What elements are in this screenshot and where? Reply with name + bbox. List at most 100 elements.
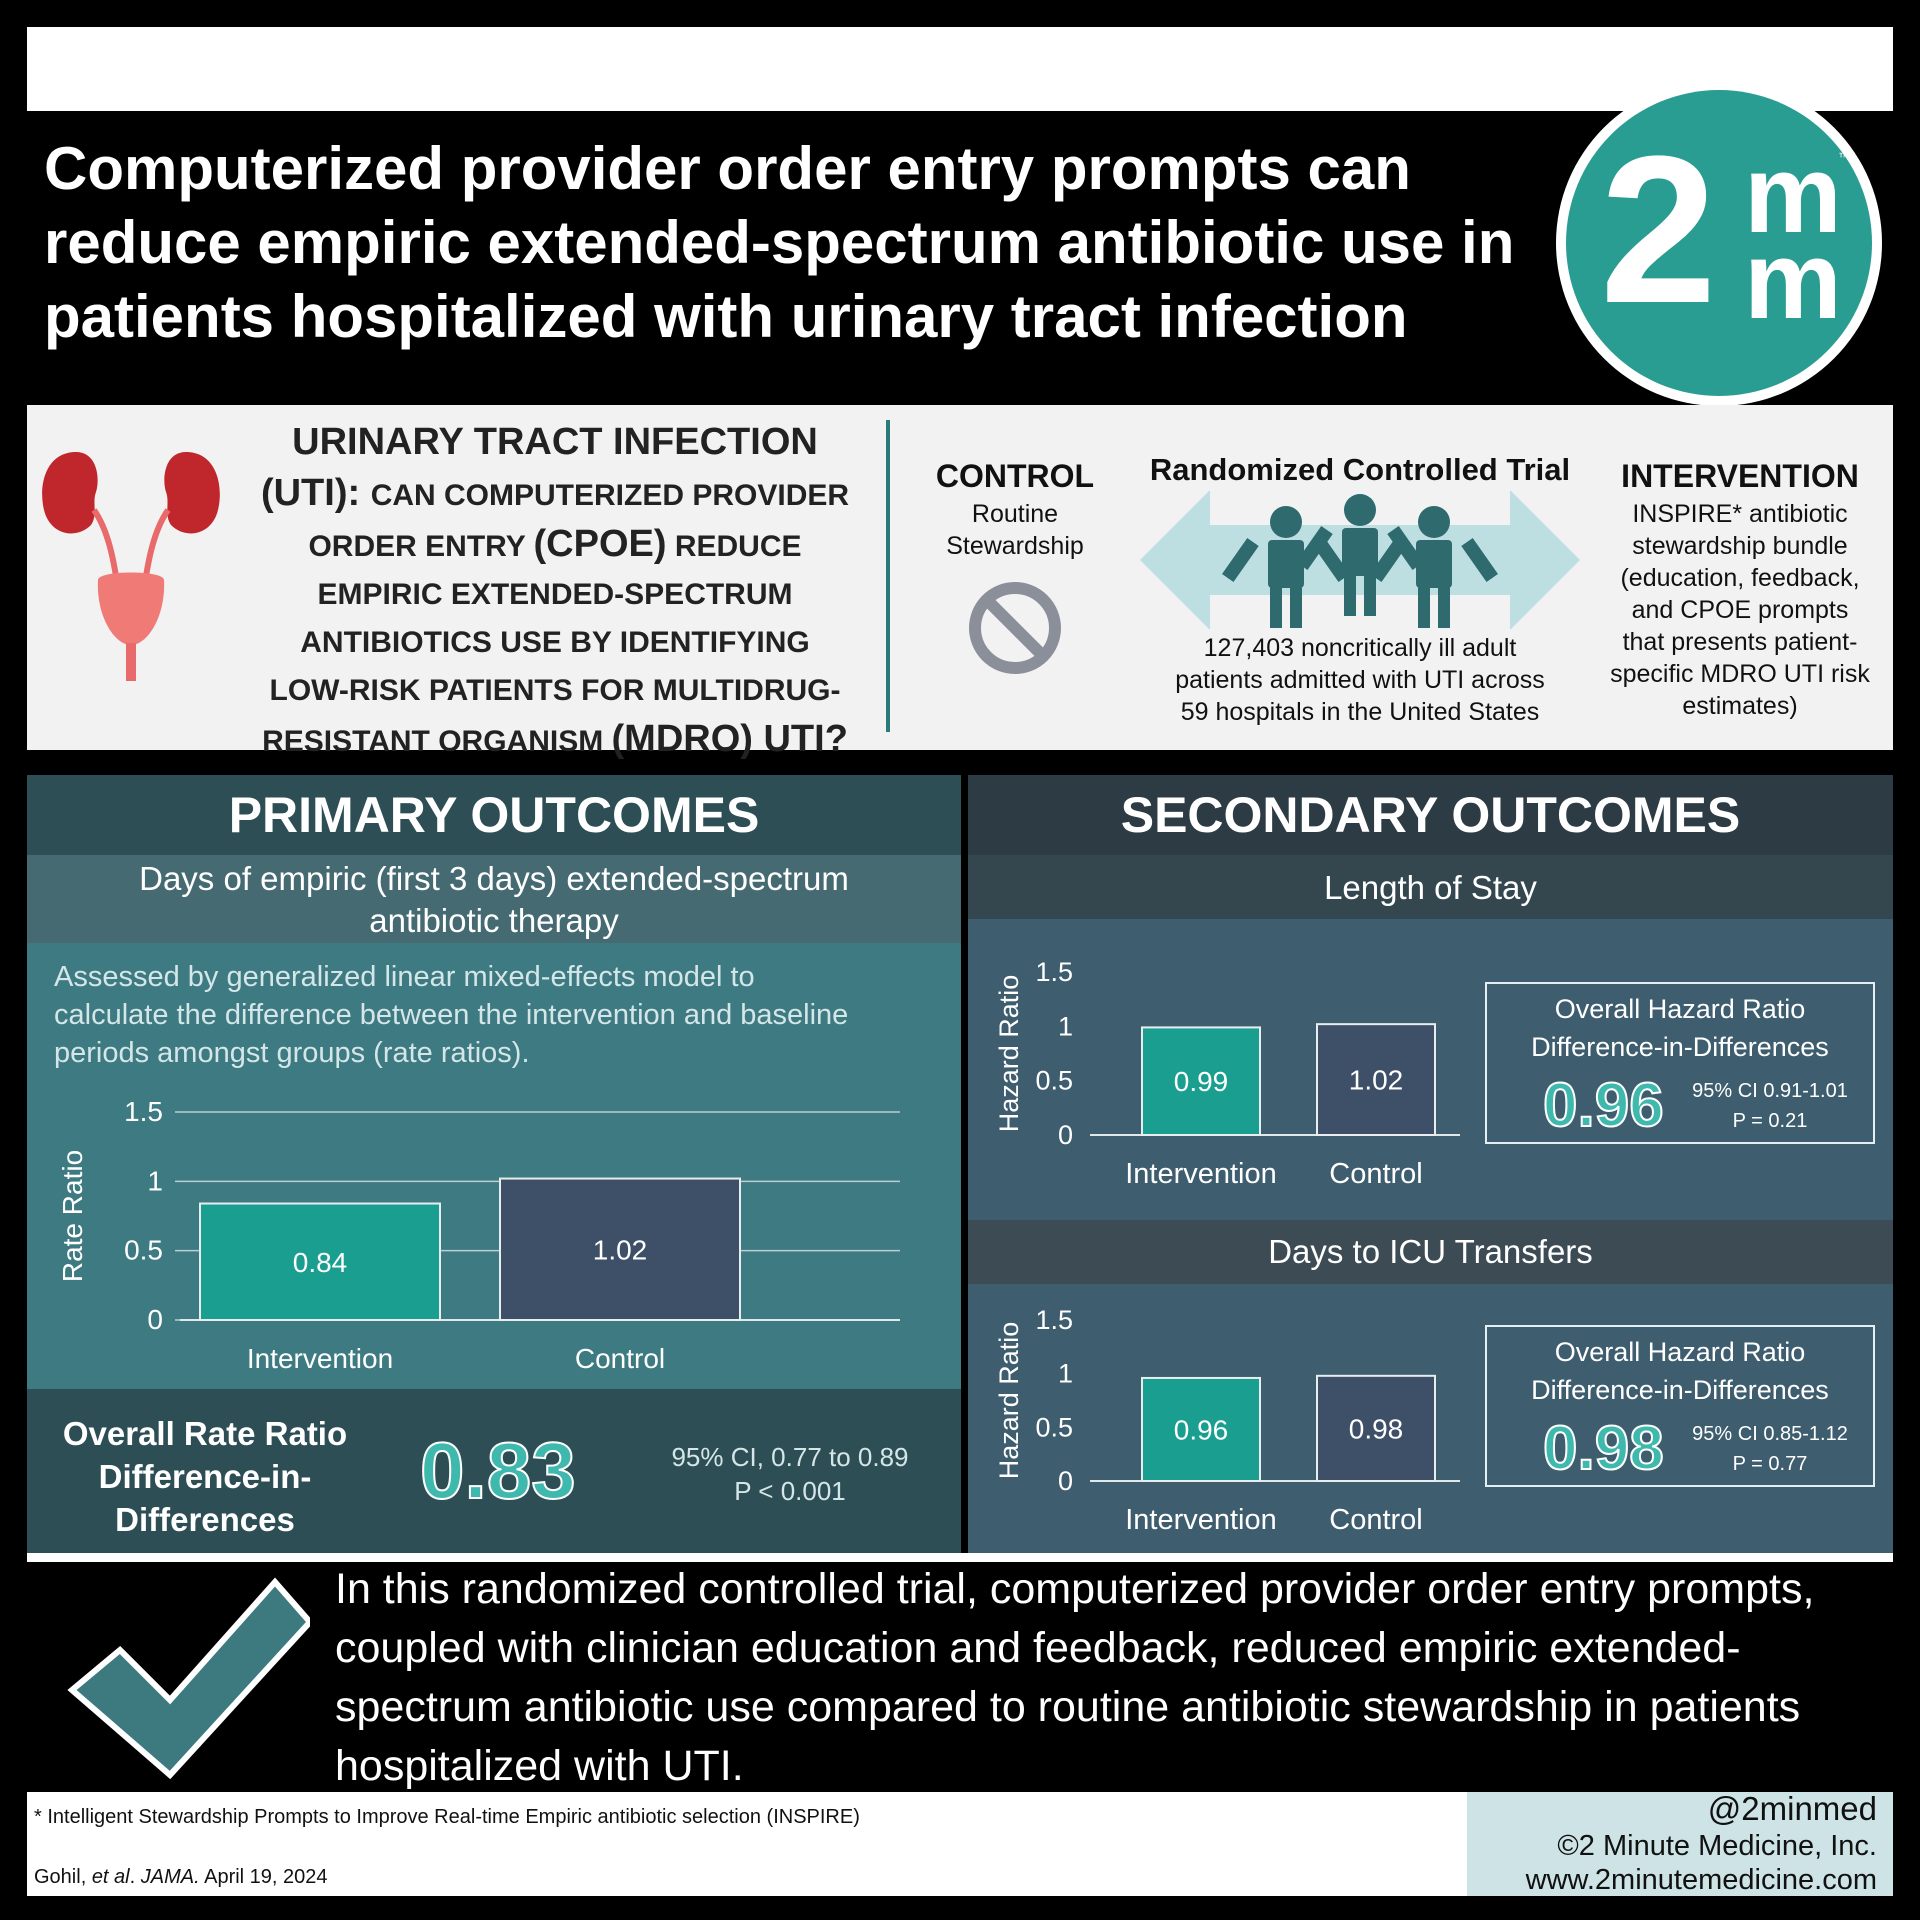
conclusion-panel: [103, 1562, 1893, 1792]
y-axis-label: Hazard Ratio: [994, 1322, 1024, 1480]
urinary-tract-icon: [42, 452, 220, 681]
y-tick-label: 1.5: [1035, 1305, 1073, 1335]
y-axis-label: Rate Ratio: [60, 1150, 88, 1282]
logo-letter-top: m: [1744, 133, 1842, 256]
intervention-title: INTERVENTION: [1621, 458, 1859, 494]
bar-value-label: 0.96: [1174, 1414, 1229, 1445]
brand-logo: [1566, 90, 1872, 396]
hr-label-line: Overall Hazard Ratio: [1554, 1337, 1806, 1367]
logo-digit: 2: [1600, 112, 1717, 347]
secondary-title: SECONDARY OUTCOMES: [1120, 787, 1741, 843]
question-line: (UTI):: [260, 472, 371, 514]
rct-line: 59 hospitals in the United States: [1180, 698, 1540, 726]
icu-hr-stats: 95% CI 0.85-1.12 P = 0.77: [1680, 1419, 1860, 1479]
los-summary-box: [1485, 982, 1875, 1144]
y-tick-label: 1: [1058, 1011, 1073, 1041]
bar-control: [1316, 1023, 1436, 1136]
hr-label-line: Difference-in-Differences: [1531, 1375, 1829, 1405]
intervention-line: INSPIRE* antibiotic: [1632, 500, 1848, 528]
primary-subheader: [27, 855, 961, 943]
los-hr-label: Overall Hazard Ratio Difference-in-Diffe…: [1485, 990, 1875, 1066]
rct-line: 127,403 noncritically ill adult: [1203, 634, 1517, 662]
method-line: periods amongst groups (rate ratios).: [54, 1037, 530, 1069]
icu-hr-label: Overall Hazard Ratio Difference-in-Diffe…: [1485, 1333, 1875, 1409]
question-line: LOW-RISK PATIENTS FOR MULTIDRUG-: [269, 674, 841, 707]
checkmark-icon: [67, 1577, 310, 1780]
bar-control: [1316, 1374, 1436, 1482]
control-title: CONTROL: [935, 458, 1095, 494]
y-tick-label: 1: [1058, 1359, 1073, 1389]
bar-control: [499, 1177, 741, 1321]
footnote: * Intelligent Stewardship Prompts to Imp…: [34, 1806, 860, 1828]
divider: [886, 420, 890, 732]
bar-value-label: 1.02: [1349, 1065, 1404, 1096]
y-tick-label: 1.5: [1035, 957, 1073, 987]
question-line: REDUCE: [666, 530, 802, 563]
hr-label-line: Difference-in-Differences: [1531, 1032, 1829, 1062]
primary-header: [27, 775, 961, 855]
y-tick-label: 0: [1058, 1466, 1073, 1496]
citation-journal: JAMA.: [140, 1866, 200, 1888]
logo-trademark: ™: [1838, 150, 1850, 164]
question-line: EMPIRIC EXTENDED-SPECTRUM: [317, 578, 793, 611]
twitter-handle[interactable]: @2minmed: [1707, 1790, 1877, 1827]
x-tick-label: Control: [575, 1343, 665, 1374]
method-line: Assessed by generalized linear mixed-eff…: [54, 961, 755, 993]
icu-hr-value: 0.98: [1542, 1413, 1665, 1484]
measure-line: Days of empiric (first 3 days) extended-…: [139, 860, 849, 897]
question-line: CAN COMPUTERIZED PROVIDER: [370, 479, 850, 512]
randomization-arrow-icon: [1140, 490, 1580, 630]
overall-label-line: Difference-in-: [98, 1458, 312, 1495]
separator: [27, 1553, 1893, 1562]
overall-label-line: Overall Rate Ratio: [62, 1415, 348, 1452]
measure-line: antibiotic therapy: [369, 902, 619, 939]
p-value: P < 0.001: [734, 1476, 846, 1506]
page-title: Computerized provider order entry prompt…: [44, 135, 1515, 350]
intervention-line: estimates): [1682, 692, 1798, 720]
question-line: ANTIBIOTICS USE BY IDENTIFYING: [300, 626, 810, 659]
y-tick-label: 0.5: [1035, 1066, 1073, 1096]
citation-author: Gohil,: [34, 1866, 92, 1888]
primary-summary: [27, 1389, 961, 1553]
overall-rr-stats: 95% CI, 0.77 to 0.89 P < 0.001: [620, 1440, 960, 1508]
citation: Gohil, et al. JAMA. April 19, 2024: [34, 1866, 328, 1889]
bar-intervention: [199, 1202, 441, 1321]
y-tick-label: 1: [147, 1165, 163, 1196]
control-line: Routine: [971, 500, 1059, 528]
primary-measure: Days of empiric (first 3 days) extended-…: [27, 858, 961, 942]
footer: [27, 1792, 1467, 1896]
los-hr-value: 0.96: [1542, 1070, 1665, 1141]
intervention-line: stewardship bundle: [1632, 532, 1848, 560]
question-line: RESISTANT ORGANISM: [262, 725, 612, 758]
citation-date: April 19, 2024: [199, 1866, 328, 1888]
prohibited-icon: [969, 582, 1061, 674]
hr-label-line: Overall Hazard Ratio: [1554, 994, 1806, 1024]
x-tick-label: Intervention: [1125, 1158, 1277, 1190]
intervention-line: (education, feedback,: [1620, 564, 1860, 592]
bar-intervention: [1141, 1026, 1261, 1136]
rct-title: Randomized Controlled Trial: [1149, 452, 1571, 487]
intervention-desc: INSPIRE* antibiotic stewardship bundle (…: [1595, 498, 1885, 722]
overall-rr-label: Overall Rate Ratio Difference-in- Differ…: [40, 1412, 370, 1541]
control-desc: Routine Stewardship: [905, 498, 1125, 562]
logo-letter-bottom: m: [1744, 219, 1842, 342]
secondary-header: [968, 775, 1893, 855]
ci-text: 95% CI 0.91-1.01: [1692, 1080, 1848, 1102]
question-line: URINARY TRACT INFECTION: [292, 421, 818, 463]
y-tick-label: 0.5: [124, 1235, 163, 1266]
intervention-line: and CPOE prompts: [1631, 596, 1849, 624]
x-tick-label: Control: [1329, 1158, 1423, 1190]
conclusion-text: In this randomized controlled trial, com…: [335, 1565, 1815, 1790]
bar-value-label: 0.98: [1349, 1413, 1404, 1444]
citation-sep: .: [129, 1866, 141, 1888]
y-tick-label: 1.5: [124, 1096, 163, 1127]
primary-chart-area: [27, 943, 961, 1389]
question-line: (CPOE): [533, 523, 667, 565]
bar-value-label: 1.02: [593, 1234, 648, 1265]
los-hr-stats: 95% CI 0.91-1.01 P = 0.21: [1680, 1076, 1860, 1136]
control-line: Stewardship: [946, 532, 1084, 560]
x-tick-label: Control: [1329, 1504, 1423, 1536]
website-link[interactable]: www.2minutemedicine.com: [1525, 1864, 1877, 1896]
